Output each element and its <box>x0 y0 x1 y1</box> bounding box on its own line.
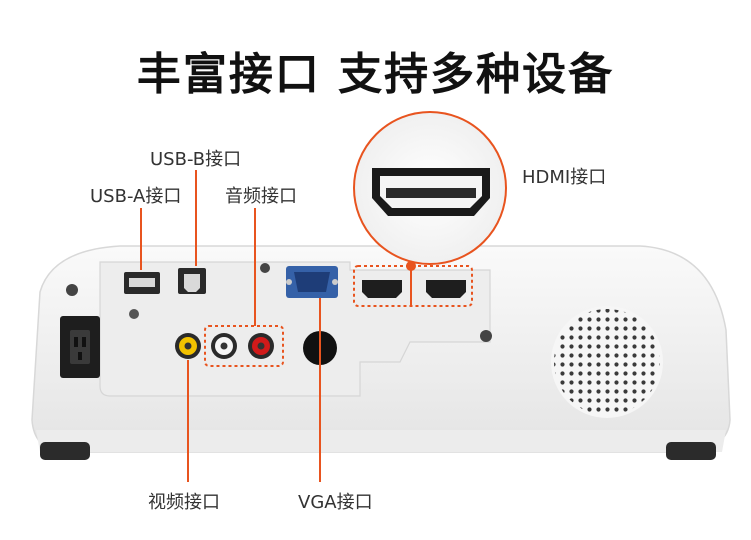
usb-a-port <box>124 272 160 294</box>
screw-left <box>66 284 78 296</box>
usb-b-label: USB-B接口 <box>150 149 242 170</box>
page-title: 丰富接口 支持多种设备 <box>136 49 615 100</box>
vga-label: VGA接口 <box>298 492 373 513</box>
video-port <box>175 333 201 359</box>
hdmi-zoom-magnifier <box>353 111 507 271</box>
usb-a-label: USB-A接口 <box>90 186 182 207</box>
video-label: 视频接口 <box>148 492 220 513</box>
screw-right <box>480 330 492 342</box>
screw-panel <box>260 263 270 273</box>
usb-b-port <box>178 268 206 294</box>
hdmi-ports <box>362 280 466 298</box>
audio-label: 音频接口 <box>225 186 297 207</box>
vga-port <box>286 266 338 298</box>
power-socket <box>60 316 100 378</box>
audio-ports <box>211 333 274 359</box>
hdmi-label: HDMI接口 <box>522 167 607 188</box>
callout-lines <box>140 170 412 482</box>
left-foot <box>40 442 90 460</box>
speaker-grille <box>551 306 663 418</box>
audio-callout-box <box>204 325 284 367</box>
lock-slot <box>129 309 139 319</box>
right-foot <box>666 442 716 460</box>
